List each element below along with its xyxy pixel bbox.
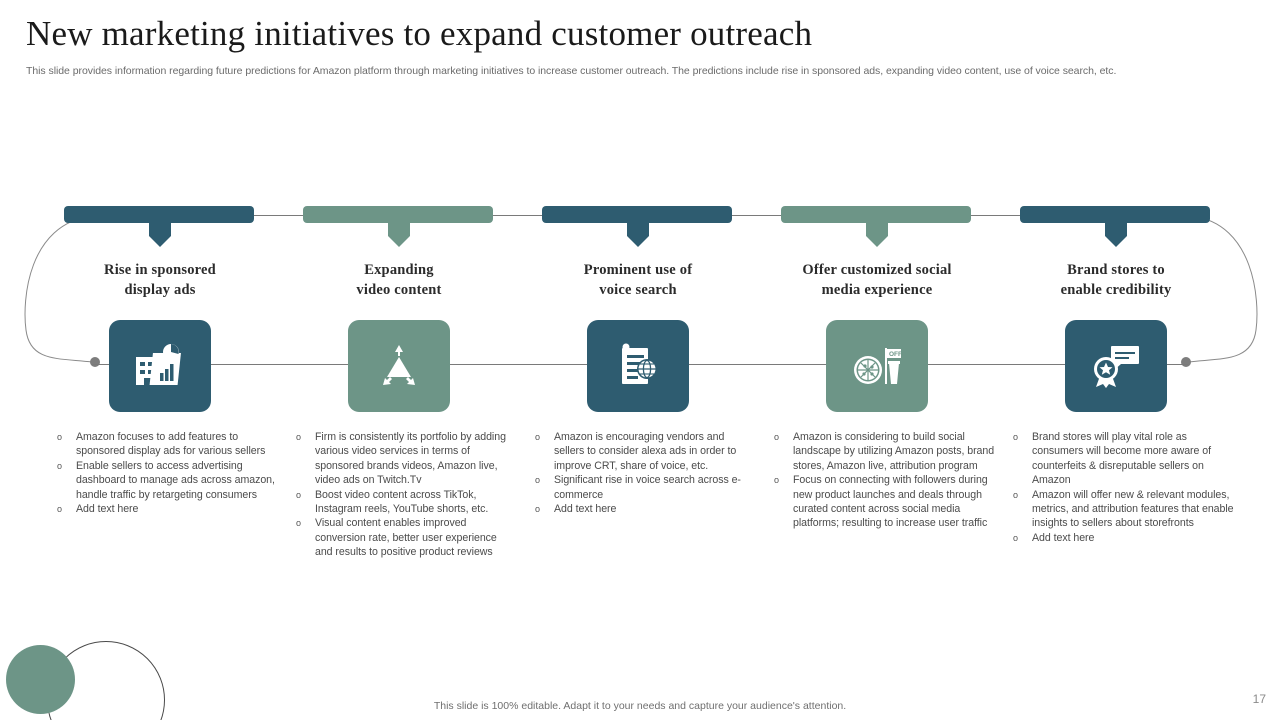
bullet-list-4: Amazon is considering to build social la… (765, 430, 995, 531)
tab-bar-1 (64, 206, 254, 223)
column-heading-5-line1: Brand stores to (1067, 262, 1165, 278)
tab-stem-4 (866, 220, 888, 247)
column-heading-5-line2: enable credibility (1060, 282, 1172, 298)
pizza-offer-icon: OFFER (851, 344, 903, 388)
tab-marker-1 (42, 150, 278, 247)
tab-marker-4 (759, 150, 995, 247)
list-item: Focus on connecting with followers durin… (765, 473, 995, 531)
tab-bar-4 (781, 206, 971, 223)
bullet-list-3: Amazon is encouraging vendors and seller… (526, 430, 756, 517)
column-heading-4: Offer customized social media experience (759, 260, 995, 300)
tab-marker-2 (281, 150, 517, 247)
document-globe-icon (614, 342, 662, 390)
icon-box-3[interactable] (587, 320, 689, 412)
timeline-column-1: Rise in sponsored display ads (42, 150, 278, 517)
column-heading-1: Rise in sponsored display ads (42, 260, 278, 300)
column-heading-3-line2: voice search (599, 282, 677, 298)
tab-stem-2 (388, 220, 410, 247)
column-heading-2-line2: video content (356, 282, 442, 298)
list-item: Amazon is considering to build social la… (765, 430, 995, 473)
building-chart-icon (134, 343, 186, 389)
list-item: Brand stores will play vital role as con… (1004, 430, 1234, 488)
list-item: Significant rise in voice search across … (526, 473, 756, 502)
column-heading-2: Expanding video content (281, 260, 517, 300)
decorative-circle-filled (6, 645, 75, 714)
tab-marker-3 (520, 150, 756, 247)
list-item: Visual content enables improved conversi… (287, 516, 517, 559)
tab-stem-5 (1105, 220, 1127, 247)
list-item: Enable sellers to access advertising das… (48, 459, 278, 502)
list-item: Amazon is encouraging vendors and seller… (526, 430, 756, 473)
expand-triangle-icon (375, 343, 423, 389)
bullet-list-1: Amazon focuses to add features to sponso… (48, 430, 278, 517)
list-item: Add text here (526, 502, 756, 517)
list-item: Boost video content across TikTok, Insta… (287, 488, 517, 517)
page-title: New marketing initiatives to expand cust… (26, 14, 813, 53)
list-item: Amazon will offer new & relevant modules… (1004, 488, 1234, 531)
timeline-column-4: Offer customized social media experience (759, 150, 995, 529)
timeline-column-5: Brand stores to enable credibility Br (998, 150, 1234, 546)
column-heading-3-line1: Prominent use of (583, 262, 693, 278)
column-heading-4-line1: Offer customized social (802, 262, 952, 278)
bullet-list-2: Firm is consistently its portfolio by ad… (287, 430, 517, 560)
column-heading-4-line2: media experience (821, 282, 933, 298)
tab-bar-5 (1020, 206, 1210, 223)
column-heading-1-line2: display ads (124, 282, 196, 298)
icon-box-1[interactable] (109, 320, 211, 412)
page-number: 17 (1252, 692, 1266, 706)
timeline-column-3: Prominent use of voice search (520, 150, 756, 517)
list-item: Firm is consistently its portfolio by ad… (287, 430, 517, 488)
column-heading-1-line1: Rise in sponsored (104, 262, 216, 278)
column-heading-2-line1: Expanding (364, 262, 434, 278)
footer-note: This slide is 100% editable. Adapt it to… (433, 700, 847, 712)
svg-text:OFFER: OFFER (889, 351, 903, 358)
award-badge-comment-icon (1091, 343, 1141, 389)
bullet-list-5: Brand stores will play vital role as con… (1004, 430, 1234, 546)
timeline-column-2: Expanding video content Firm is consiste… (281, 150, 517, 558)
tab-bar-3 (542, 206, 732, 223)
icon-box-2[interactable] (348, 320, 450, 412)
tab-marker-5 (998, 150, 1234, 247)
list-item: Add text here (1004, 531, 1234, 546)
tab-stem-1 (149, 220, 171, 247)
icon-box-4[interactable]: OFFER (826, 320, 928, 412)
tab-bar-2 (303, 206, 493, 223)
list-item: Amazon focuses to add features to sponso… (48, 430, 278, 459)
tab-stem-3 (627, 220, 649, 247)
icon-box-5[interactable] (1065, 320, 1167, 412)
column-heading-5: Brand stores to enable credibility (998, 260, 1234, 300)
slide-subtitle: This slide provides information regardin… (26, 65, 1117, 77)
column-heading-3: Prominent use of voice search (520, 260, 756, 300)
list-item: Add text here (48, 502, 278, 517)
